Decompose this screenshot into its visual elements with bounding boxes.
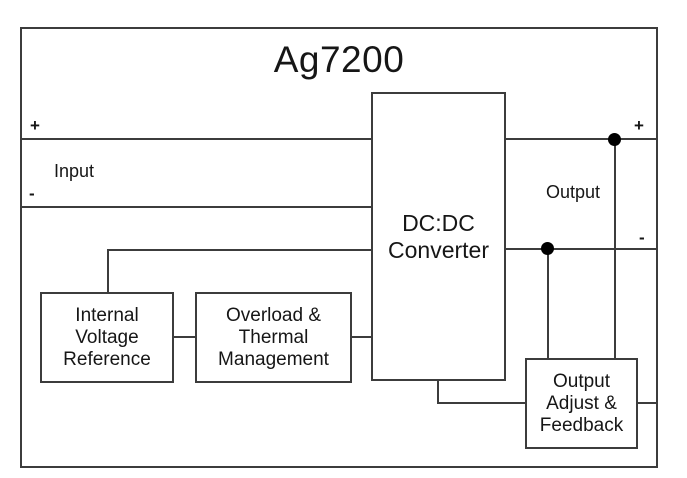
dcdc-to-oaf-wire-horizontal <box>437 402 527 404</box>
input-label: Input <box>54 161 95 181</box>
reference-wire-vertical <box>107 249 109 293</box>
diagram-title: Ag7200 <box>273 39 405 80</box>
output-adjust-feedback-block: Output Adjust & Feedback <box>525 358 638 449</box>
sense-plus-wire <box>614 138 616 359</box>
input-plus-label: + <box>30 116 40 135</box>
dcdc-to-oaf-wire-vertical <box>437 379 439 404</box>
junction-dot-output-minus <box>541 242 554 255</box>
sense-minus-wire <box>547 248 549 359</box>
ivr-to-otm-wire <box>172 336 197 338</box>
otm-to-dcdc-wire <box>350 336 373 338</box>
overload-thermal-management-block: Overload & Thermal Management <box>195 292 352 383</box>
internal-voltage-reference-block: Internal Voltage Reference <box>40 292 174 383</box>
output-label: Output <box>546 182 601 202</box>
reference-wire-horizontal <box>107 249 373 251</box>
oaf-to-border-wire <box>636 402 658 404</box>
output-minus-wire <box>504 248 657 250</box>
input-minus-label: - <box>29 184 35 203</box>
input-minus-wire <box>21 206 372 208</box>
junction-dot-output-plus <box>608 133 621 146</box>
output-plus-wire <box>504 138 657 140</box>
output-minus-label: - <box>639 228 645 247</box>
dcdc-converter-block: DC:DC Converter <box>371 92 506 381</box>
input-plus-wire <box>21 138 372 140</box>
output-plus-label: + <box>634 116 644 135</box>
